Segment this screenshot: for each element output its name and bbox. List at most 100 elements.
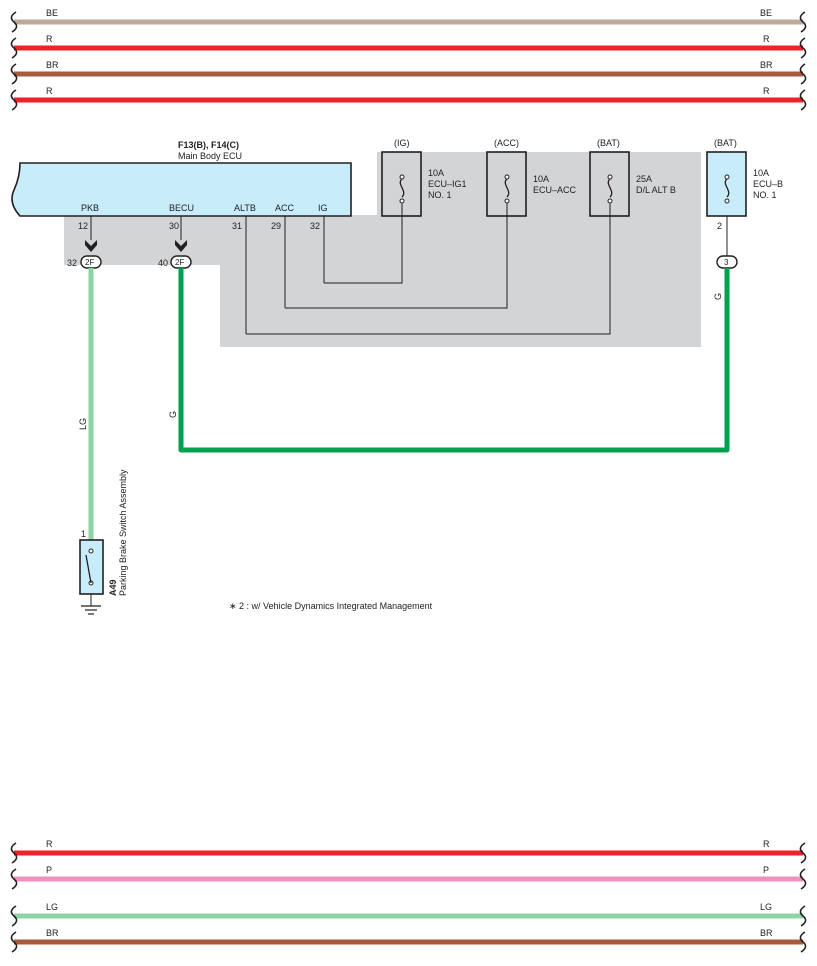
junction-pkb: 2F 32: [67, 255, 102, 269]
fuse-ig: (IG) 10A ECU–IG1 NO. 1: [381, 138, 467, 217]
internal-wiring: [246, 203, 611, 335]
fuse-box: [486, 151, 527, 217]
connector-arrows: [85, 240, 187, 252]
bus-code-right: BR: [760, 928, 773, 938]
bus-code-right: R: [763, 34, 770, 44]
pin-label-pkb: PKB: [81, 203, 99, 213]
bus-code-left: BR: [46, 60, 59, 70]
top-bus-3: BR BR: [10, 60, 807, 85]
ground-icon: [81, 605, 101, 615]
break-mark-left: [10, 37, 18, 59]
fuse-icon: [399, 178, 405, 198]
fuse-terminal: [724, 174, 730, 180]
fuse-name: ECU–B: [753, 179, 783, 189]
pin-num-pkb: 12: [78, 221, 88, 231]
fuse-terminal: [504, 198, 510, 204]
switch-id: A49: [108, 579, 118, 596]
pin-label-altb: ALTB: [234, 203, 256, 213]
fuse-name: ECU–ACC: [533, 185, 577, 195]
fuse-icon: [724, 178, 730, 198]
break-mark-left: [10, 11, 18, 33]
switch-name: Parking Brake Switch Assembly: [118, 469, 128, 596]
fuse-rating: 10A: [428, 168, 444, 178]
bus-code-left: LG: [46, 902, 58, 912]
break-mark-right: [799, 842, 807, 864]
top-bus-1: BE BE: [10, 8, 807, 33]
switch-box: [79, 539, 104, 595]
pkb-wire: LG: [78, 268, 94, 540]
junction-id: 3: [724, 258, 729, 267]
junction-connectors: 2F 32 2F 40 3: [67, 216, 738, 269]
bus-code-right: LG: [760, 902, 772, 912]
fuse-pin: 2: [717, 221, 722, 231]
pin-label-ig: IG: [318, 203, 328, 213]
bus-code-left: R: [46, 86, 53, 96]
bus-code-left: R: [46, 839, 53, 849]
top-bus-2: R R: [10, 34, 807, 59]
pin-label-becu: BECU: [169, 203, 194, 213]
bus-code-right: R: [763, 839, 770, 849]
fuse-supply: (BAT): [714, 138, 737, 148]
break-mark-left: [10, 905, 18, 927]
fuse-terminal: [724, 198, 730, 204]
break-mark-right: [799, 931, 807, 953]
bus-code-left: P: [46, 865, 52, 875]
main-body-ecu: F13(B), F14(C) Main Body ECU PKB BECU AL…: [11, 140, 352, 231]
fuse-terminal: [504, 174, 510, 180]
wire-g: [178, 268, 730, 453]
top-bus-group: BE BE R R BR BR R R: [10, 8, 807, 111]
wire-altb: [246, 203, 611, 335]
fuse-altb: (BAT) 25A D/L ALT B: [589, 138, 676, 217]
junction-id: 2F: [85, 258, 94, 267]
bottom-bus-3: LG LG: [10, 902, 807, 927]
bus-code-right: R: [763, 86, 770, 96]
bottom-bus-group: R R P P LG LG BR BR: [10, 839, 807, 953]
wire-code-right: G: [713, 293, 723, 300]
shaded-region: [64, 152, 701, 347]
bus-code-left: BR: [46, 928, 59, 938]
fuse-icon: [504, 178, 510, 198]
ecu-name: Main Body ECU: [178, 151, 242, 161]
ecu-box: [11, 162, 352, 217]
break-mark-left: [10, 842, 18, 864]
fuse-supply: (IG): [394, 138, 410, 148]
fuse-acc: (ACC) 10A ECU–ACC: [486, 138, 577, 217]
wire-acc: [285, 203, 508, 309]
arrow-becu: [175, 240, 187, 252]
becu-wire: G G: [168, 268, 730, 453]
fuse-supply: (BAT): [597, 138, 620, 148]
wire-code: LG: [78, 418, 88, 430]
fuse-terminal: [607, 174, 613, 180]
break-mark-right: [799, 868, 807, 890]
fuse-box: [381, 151, 422, 217]
shade-wiring: [220, 215, 701, 347]
bottom-bus-1: R R: [10, 839, 807, 864]
fuse-supply: (ACC): [494, 138, 519, 148]
parking-brake-switch: 1 A49 Parking Brake Switch Assembly: [79, 469, 128, 615]
fuse-name: ECU–IG1: [428, 179, 467, 189]
switch-contact: [88, 548, 94, 554]
ecu-pin-stubs: [90, 216, 325, 334]
junction-pin: 32: [67, 258, 77, 268]
fuse-rating: 10A: [753, 168, 769, 178]
junction-id: 2F: [175, 258, 184, 267]
switch-blade: [85, 554, 92, 584]
shade-fuses: [377, 152, 701, 216]
bus-code-left: BE: [46, 8, 58, 18]
pin-label-acc: ACC: [275, 203, 295, 213]
fuse-rating: 25A: [636, 174, 652, 184]
fuse-rating: 10A: [533, 174, 549, 184]
bottom-bus-2: P P: [10, 865, 807, 890]
break-mark-right: [799, 905, 807, 927]
bus-code-left: R: [46, 34, 53, 44]
junction-ecub: 3: [716, 216, 738, 269]
junction-pin: 40: [158, 258, 168, 268]
footnote: ∗ 2 : w/ Vehicle Dynamics Integrated Man…: [229, 601, 433, 611]
fuse-name-2: NO. 1: [428, 190, 452, 200]
top-bus-4: R R: [10, 86, 807, 111]
break-mark-right: [799, 11, 807, 33]
break-mark-left: [10, 63, 18, 85]
break-mark-left: [10, 868, 18, 890]
fuse-terminal: [399, 198, 405, 204]
